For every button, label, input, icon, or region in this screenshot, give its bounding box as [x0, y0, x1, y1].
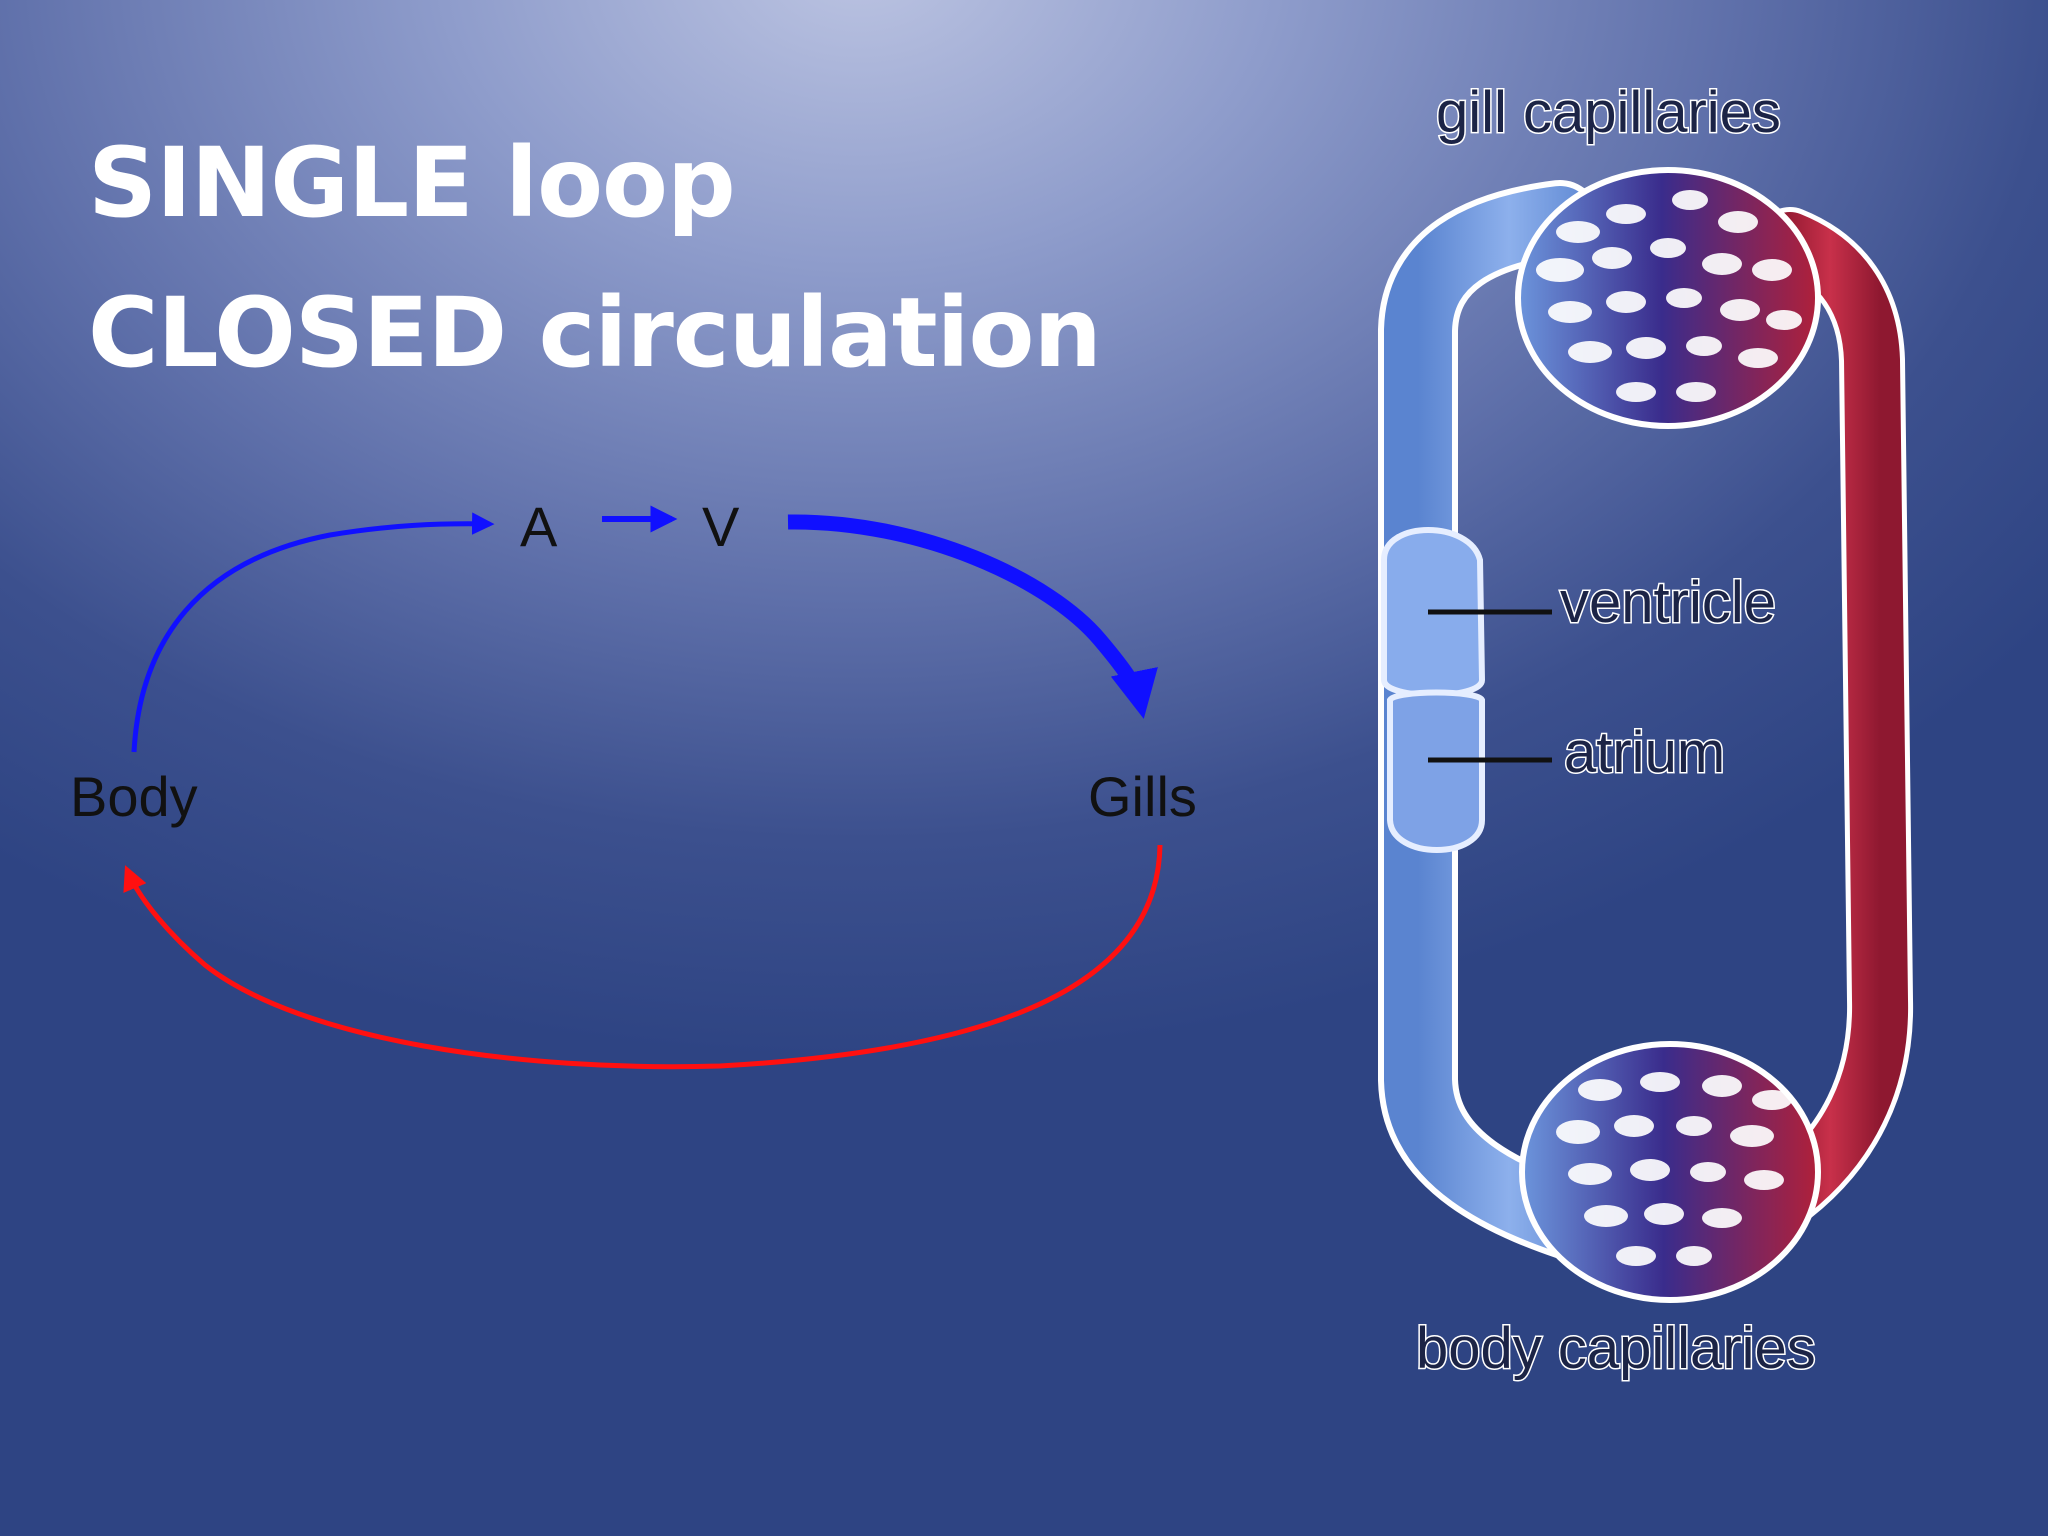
slide-title: SINGLE loop CLOSED circulation — [88, 108, 1102, 408]
gills-label: Gills — [1088, 765, 1197, 828]
atrium-label: atrium — [1564, 720, 1725, 785]
atrium-chamber — [1387, 689, 1485, 853]
body-capillary-bed — [1519, 1041, 1821, 1303]
atrium-letter-label: A — [520, 495, 558, 558]
ventricle-label: ventricle — [1560, 570, 1776, 635]
gill-capillaries-label: gill capillaries — [1436, 80, 1781, 145]
title-line-1: SINGLE loop — [88, 127, 736, 239]
body-label: Body — [70, 765, 198, 828]
gills-to-body-arrow — [123, 844, 1163, 1070]
ventricle-letter-label: V — [702, 495, 740, 558]
ventricle-to-gills-arrow — [787, 514, 1158, 719]
title-line-2: CLOSED circulation — [88, 277, 1102, 389]
gill-capillary-bed — [1515, 167, 1821, 429]
body-capillaries-label: body capillaries — [1416, 1316, 1816, 1381]
heart-chambers — [1381, 527, 1486, 853]
body-to-atrium-arrow — [131, 512, 495, 753]
